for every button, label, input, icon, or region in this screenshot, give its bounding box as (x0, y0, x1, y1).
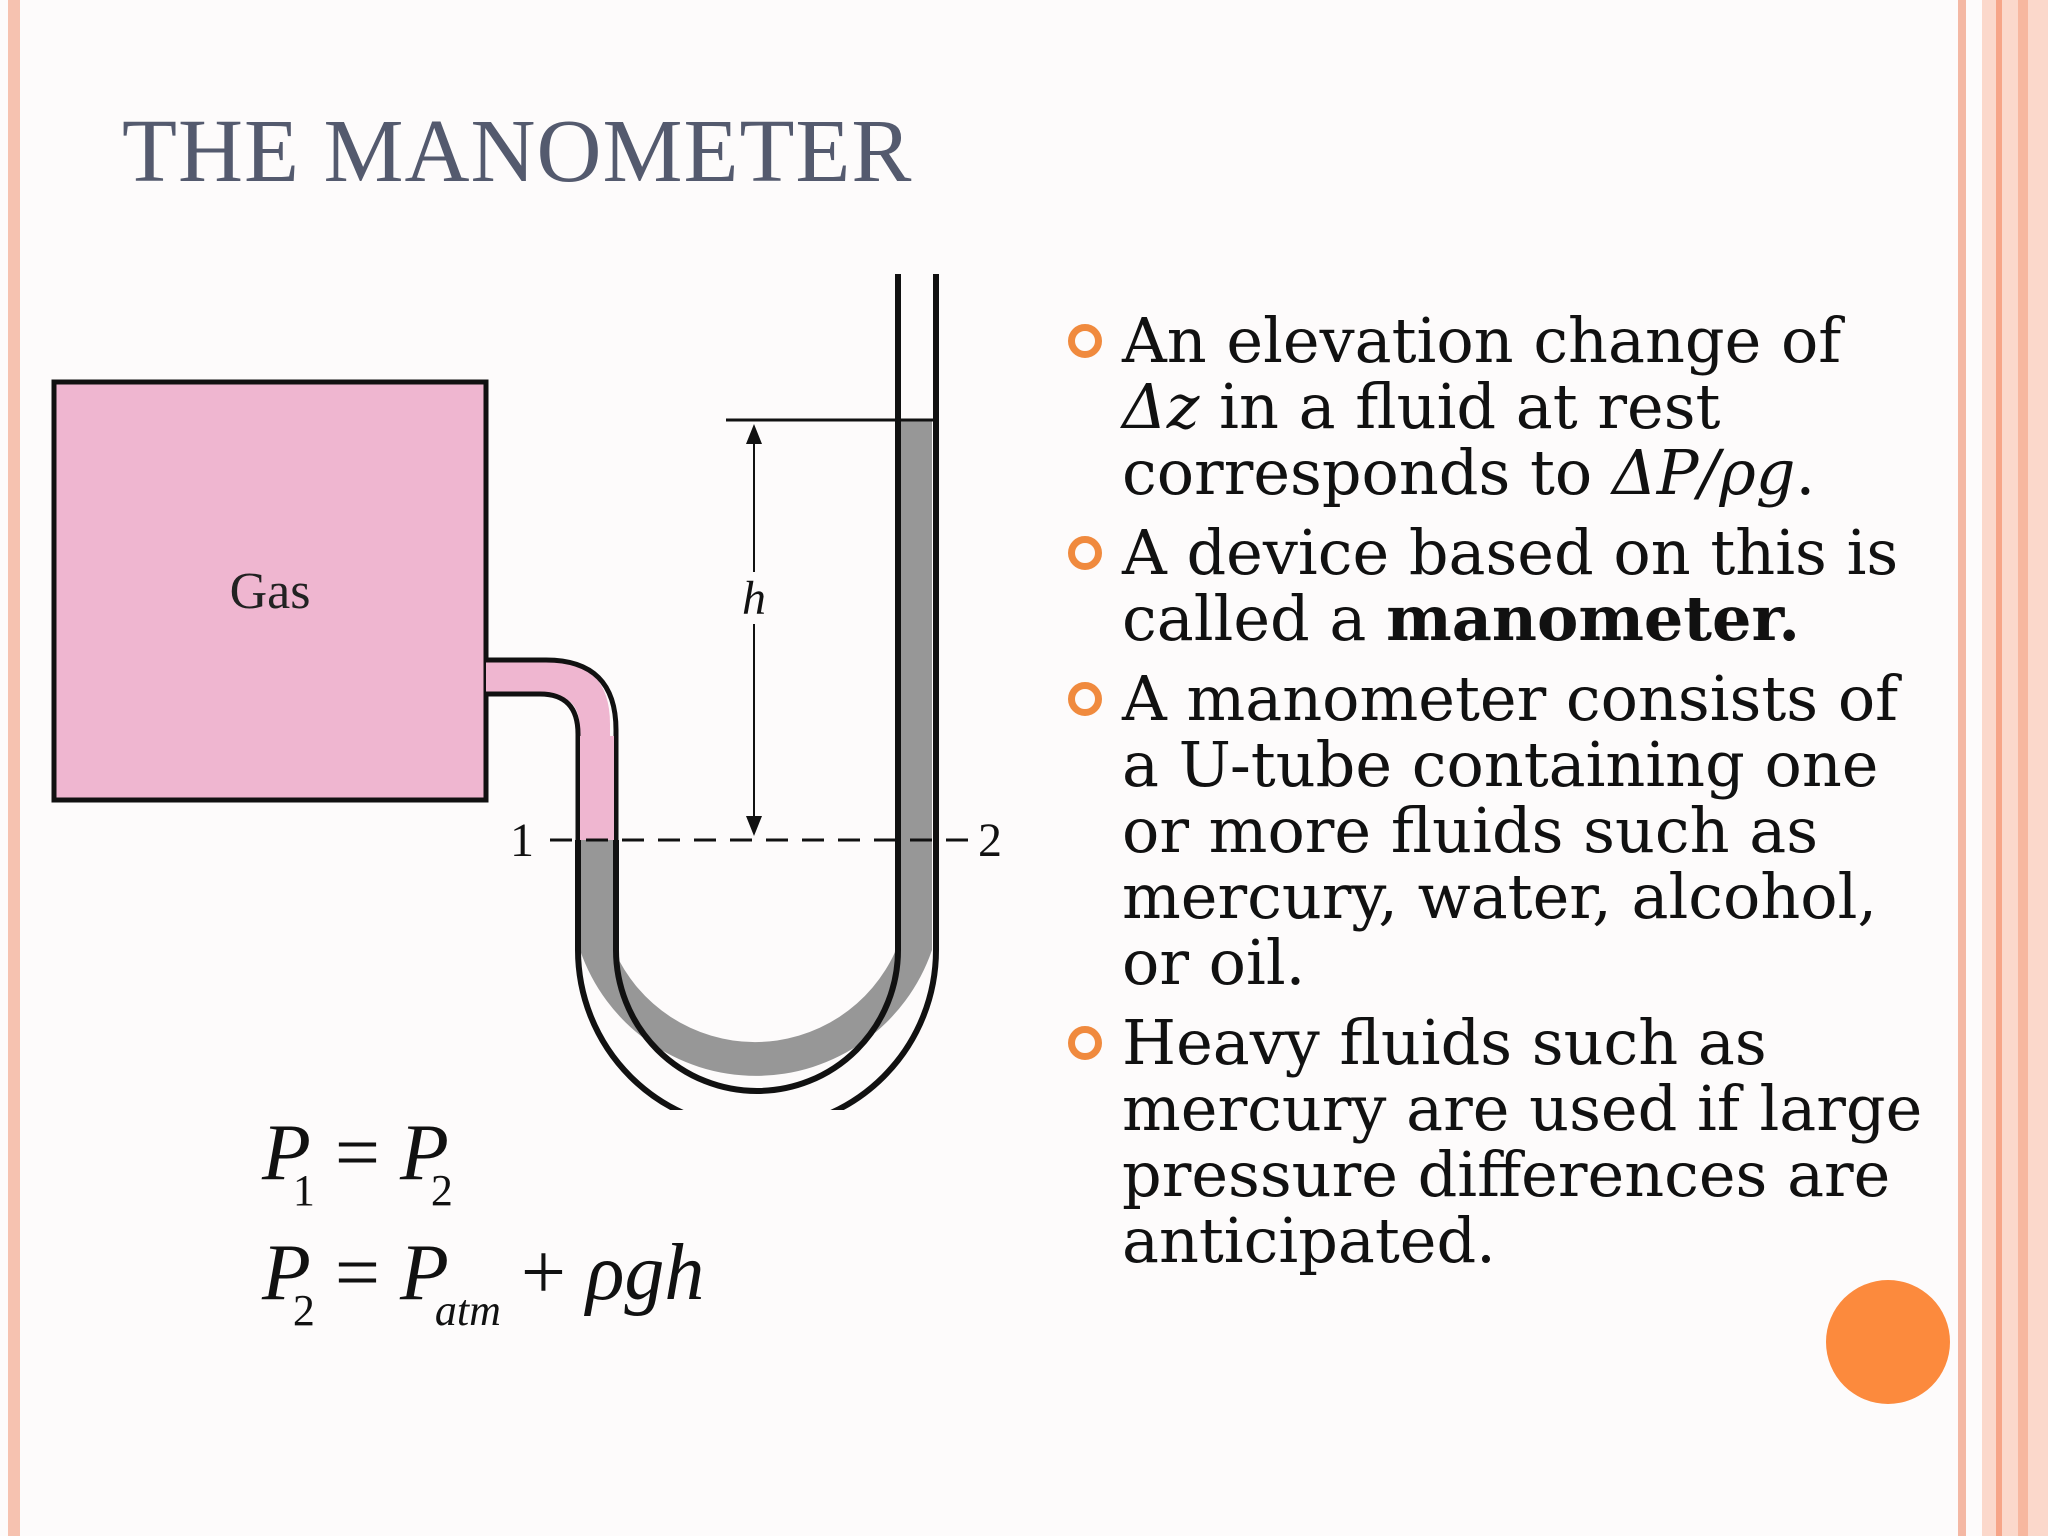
bullet-item: A manometer consists of a U-tube contain… (1062, 666, 1932, 996)
equation-p2-hydrostatic: P2=Patm+ρgh (262, 1228, 705, 1335)
bullet-text: A device based on this is called a (1122, 516, 1899, 655)
bullet-text: Heavy fluids such as mercury are used if… (1122, 1006, 1923, 1277)
circle-ring-icon (1068, 324, 1102, 358)
eq1-operator: = (334, 1109, 380, 1197)
eq2-patm: P (400, 1229, 449, 1317)
bullet-text: in a fluid at rest corresponds to (1122, 370, 1721, 509)
bullet-list: An elevation change of Δz in a fluid at … (1062, 308, 1932, 1288)
manometer-diagram: h 1 2 Gas (51, 274, 1002, 1110)
eq2-rho-g-h: ρgh (586, 1229, 705, 1317)
u-tube-inner-wall (613, 274, 901, 1094)
eq2-plus: + (520, 1229, 566, 1317)
bullet-item: A device based on this is called a manom… (1062, 520, 1932, 652)
bullet-bold-manometer: manometer. (1386, 582, 1801, 655)
eq2-lhs: P (262, 1229, 311, 1317)
slide-title: THE MANOMETER (122, 102, 913, 201)
gas-pipe-outline-top (484, 657, 619, 840)
gas-in-left-leg (580, 736, 614, 840)
point-2-label: 2 (978, 814, 1002, 867)
eq1-lhs-subscript: 1 (292, 1166, 315, 1215)
eq1-rhs: P (400, 1109, 449, 1197)
right-border-stripe (1996, 0, 2002, 1536)
bullet-italic-formula: ΔP/ρg (1611, 436, 1796, 509)
arrow-up-icon (746, 424, 762, 444)
gas-pipe-outline-bottom (484, 691, 581, 840)
height-label: h (742, 572, 766, 625)
bullet-text: A manometer consists of a U-tube contain… (1122, 662, 1899, 999)
manometer-fluid (580, 420, 932, 1076)
circle-ring-icon (1068, 536, 1102, 570)
eq1-lhs: P (262, 1109, 311, 1197)
bullet-item: Heavy fluids such as mercury are used if… (1062, 1010, 1932, 1274)
bullet-item: An elevation change of Δz in a fluid at … (1062, 308, 1932, 506)
gas-container (51, 379, 489, 803)
eq2-lhs-subscript: 2 (292, 1286, 315, 1335)
right-border-stripe (2018, 0, 2028, 1536)
point-1-label: 1 (510, 814, 534, 867)
arrow-down-icon (746, 816, 762, 836)
left-border-stripe (8, 0, 20, 1536)
decorative-orange-circle (1826, 1280, 1950, 1404)
eq1-rhs-subscript: 2 (430, 1166, 453, 1215)
eq2-operator: = (334, 1229, 380, 1317)
right-border-stripe (1958, 0, 1966, 1536)
right-border-band (1982, 0, 2048, 1536)
circle-ring-icon (1068, 682, 1102, 716)
bullet-text: An elevation change of (1122, 304, 1842, 377)
eq2-atm-subscript: atm (434, 1286, 501, 1335)
bullet-italic-delta-z: Δz (1122, 370, 1200, 443)
u-tube-outer-wall (575, 274, 939, 1110)
circle-ring-icon (1068, 1026, 1102, 1060)
bullet-text: . (1795, 436, 1816, 509)
gas-pipe (486, 660, 610, 836)
gas-label: Gas (230, 563, 311, 620)
equation-p1-equals-p2: P1=P2 (262, 1108, 453, 1215)
